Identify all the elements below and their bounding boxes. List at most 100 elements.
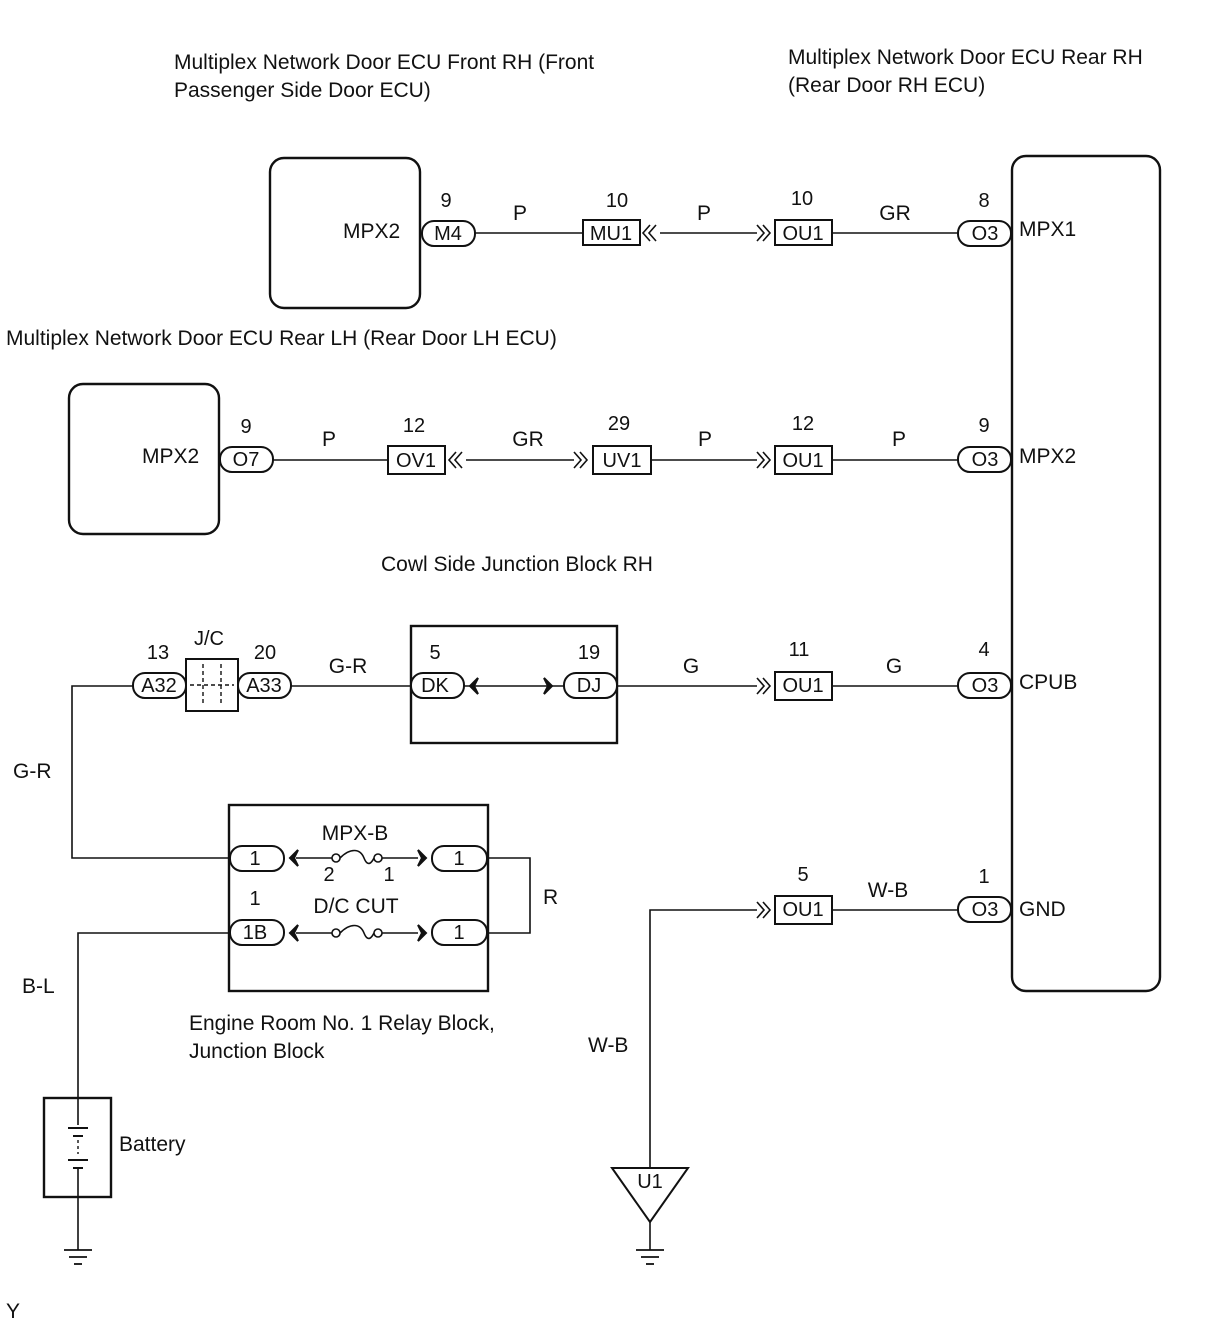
svg-text:1B: 1B	[243, 922, 267, 944]
fuse-dc-cut: D/C CUT	[313, 895, 398, 918]
svg-text:9: 9	[440, 190, 451, 212]
ecu-front-rh-box	[268, 156, 422, 310]
connector-o3	[957, 220, 1012, 247]
svg-text:P: P	[892, 428, 906, 451]
svg-text:G: G	[886, 655, 902, 678]
connector-uv1	[592, 445, 652, 475]
connector-ou1	[774, 671, 833, 701]
svg-text:OU1: OU1	[782, 450, 823, 472]
terminal-cpub: CPUB	[1019, 671, 1077, 694]
relay-block-title-2: Junction Block	[189, 1040, 325, 1063]
svg-text:12: 12	[792, 413, 814, 435]
svg-text:1: 1	[249, 848, 260, 870]
ecu-rear-rh-title-2: (Rear Door RH ECU)	[788, 74, 985, 97]
svg-text:19: 19	[578, 642, 600, 664]
svg-text:G-R: G-R	[13, 760, 52, 783]
svg-text:1: 1	[978, 866, 989, 888]
svg-text:R: R	[543, 886, 558, 909]
svg-text:10: 10	[606, 190, 628, 212]
gnd-row: OU1 5 W-B O3 1 GND W-B U1	[588, 864, 1066, 1265]
svg-text:GR: GR	[512, 428, 544, 451]
connector-a33	[237, 672, 292, 699]
svg-text:P: P	[697, 202, 711, 225]
connector-m4	[421, 220, 476, 247]
row-3: A32 13 J/C A33 20 G-R DK 5 DJ 19 G OU1 1…	[13, 624, 1077, 859]
svg-text:1: 1	[249, 888, 260, 910]
svg-text:12: 12	[403, 415, 425, 437]
connector-ou1	[774, 895, 833, 925]
svg-text:UV1: UV1	[603, 450, 642, 472]
wire-color: P	[513, 202, 527, 225]
svg-text:9: 9	[240, 416, 251, 438]
svg-text:O3: O3	[972, 223, 999, 245]
cowl-jb-title: Cowl Side Junction Block RH	[381, 553, 653, 576]
connector-ov1	[387, 445, 446, 475]
svg-text:11: 11	[789, 639, 810, 661]
svg-text:OU1: OU1	[782, 675, 823, 697]
row-2: MPX2 O7 9 P OV1 12 GR UV1 29 P OU1 12 P …	[142, 413, 1076, 475]
fuse-mpx-b: MPX-B	[322, 822, 389, 845]
ecu-rear-rh-title-1: Multiplex Network Door ECU Rear RH	[788, 46, 1143, 69]
ecu-rear-lh-title: Multiplex Network Door ECU Rear LH (Rear…	[6, 327, 557, 350]
svg-text:P: P	[322, 428, 336, 451]
svg-text:DJ: DJ	[577, 675, 601, 697]
svg-text:O3: O3	[972, 899, 999, 921]
svg-text:OU1: OU1	[782, 223, 823, 245]
svg-text:P: P	[698, 428, 712, 451]
connector-o3	[957, 672, 1012, 699]
ground-point-icon	[610, 1167, 690, 1224]
terminal-mpx2: MPX2	[343, 220, 400, 243]
svg-text:G-R: G-R	[329, 655, 368, 678]
svg-text:GR: GR	[879, 202, 911, 225]
svg-text:MU1: MU1	[590, 223, 632, 245]
svg-text:J/C: J/C	[194, 628, 224, 650]
svg-text:M4: M4	[434, 223, 462, 245]
battery-symbol	[42, 1096, 113, 1265]
svg-text:A33: A33	[246, 675, 282, 697]
terminal-mpx2-lh: MPX2	[142, 445, 199, 468]
svg-text:20: 20	[254, 642, 276, 664]
svg-text:5: 5	[797, 864, 808, 886]
connector-ou1	[774, 219, 833, 246]
connector-dj	[563, 672, 618, 699]
ground-ref-label: Y	[6, 1300, 20, 1323]
svg-text:9: 9	[978, 415, 989, 437]
svg-text:OU1: OU1	[782, 899, 823, 921]
svg-text:1: 1	[453, 848, 464, 870]
connector-1	[229, 845, 285, 872]
connector-o3	[957, 446, 1012, 473]
svg-text:A32: A32	[141, 675, 177, 697]
ecu-front-rh-title-2: Passenger Side Door ECU)	[174, 79, 431, 102]
svg-text:8: 8	[978, 190, 989, 212]
svg-text:W-B: W-B	[588, 1034, 628, 1057]
terminal-gnd: GND	[1019, 898, 1066, 921]
svg-text:OV1: OV1	[396, 450, 436, 472]
ecu-rear-rh-box	[1010, 154, 1162, 993]
connector-o7	[219, 446, 274, 473]
svg-text:4: 4	[978, 639, 989, 661]
relay-block: 1 MPX-B 2 1 1 1B 1 D/C CUT 1 R B-L	[22, 803, 558, 1098]
connector-mu1	[582, 219, 641, 246]
relay-block-box	[227, 803, 490, 993]
svg-text:U1: U1	[637, 1171, 663, 1193]
svg-text:1: 1	[383, 864, 394, 886]
svg-text:O7: O7	[233, 449, 260, 471]
svg-text:5: 5	[429, 642, 440, 664]
svg-text:O3: O3	[972, 675, 999, 697]
svg-text:29: 29	[608, 413, 630, 435]
svg-text:2: 2	[323, 864, 334, 886]
battery-label: Battery	[119, 1133, 186, 1156]
svg-text:W-B: W-B	[868, 879, 908, 902]
svg-text:DK: DK	[421, 675, 449, 697]
terminal-mpx1: MPX1	[1019, 218, 1076, 241]
svg-text:B-L: B-L	[22, 975, 55, 998]
row-1: MPX2 M4 9 P MU1 10 P OU1 10 GR O3 8 MPX1	[343, 188, 1076, 247]
svg-text:13: 13	[147, 642, 169, 664]
connector-ou1	[774, 445, 833, 475]
terminal-mpx2-rr: MPX2	[1019, 445, 1076, 468]
svg-text:10: 10	[791, 188, 813, 210]
relay-block-title-1: Engine Room No. 1 Relay Block,	[189, 1012, 495, 1035]
svg-text:1: 1	[453, 922, 464, 944]
connector-o3	[957, 896, 1012, 923]
